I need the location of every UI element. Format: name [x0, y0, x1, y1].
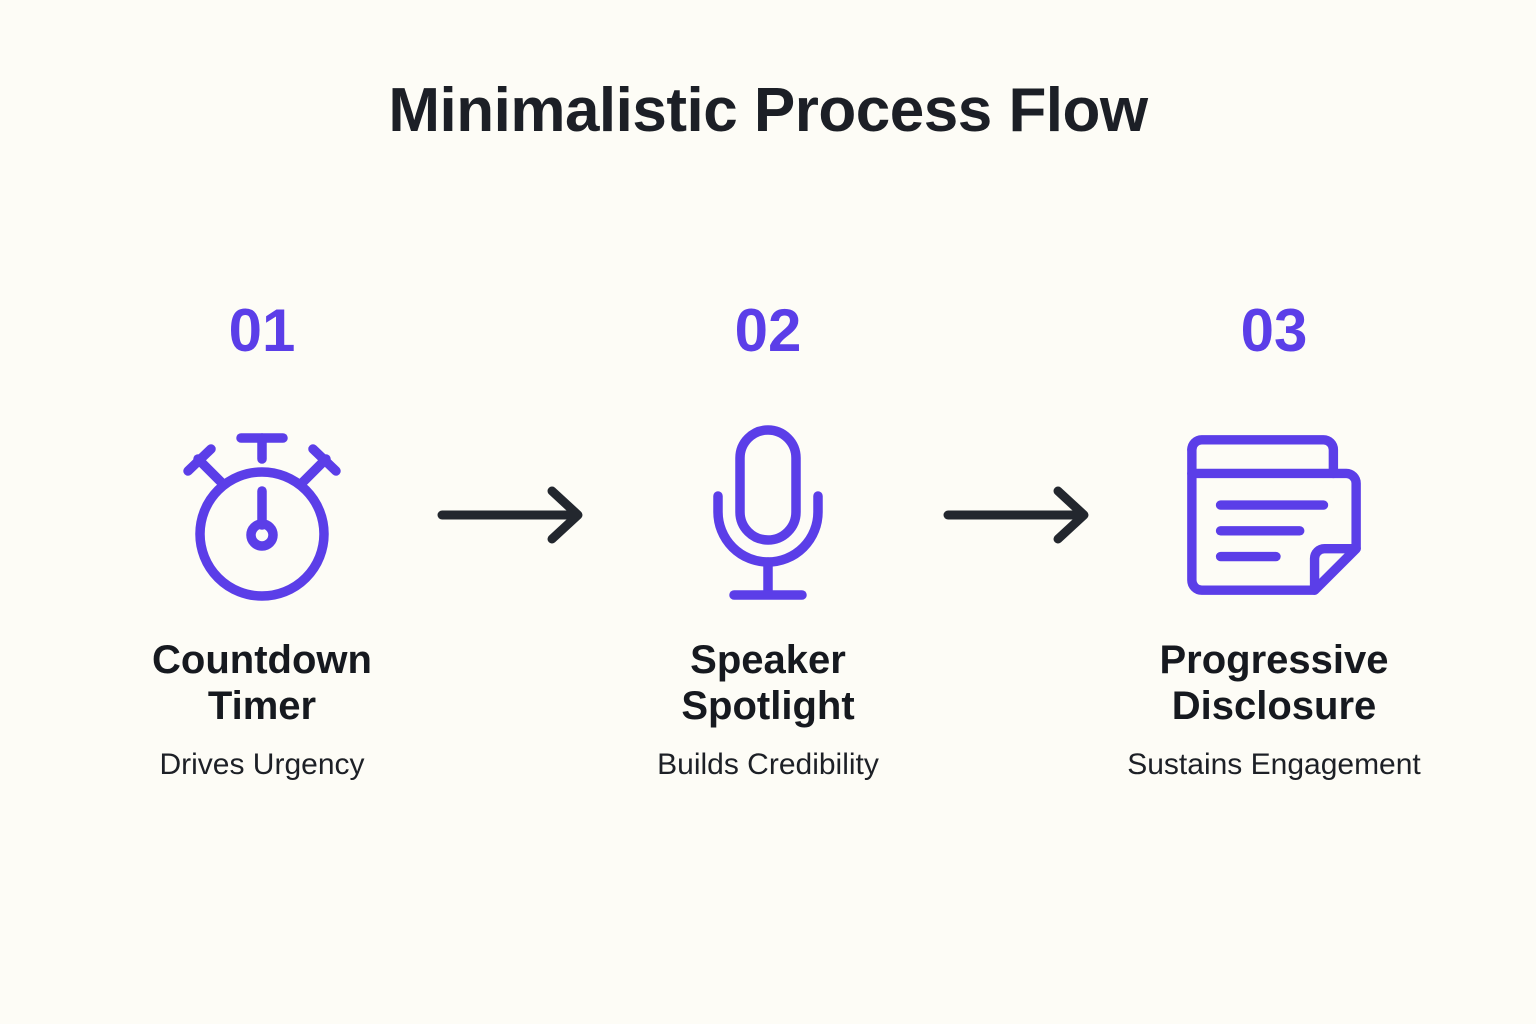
stopwatch-icon: [167, 420, 357, 610]
step-number-3: 03: [1240, 297, 1308, 364]
arrow-right-icon: [933, 420, 1109, 610]
process-step-2: 02 Speaker Spotlight Builds Credibility: [603, 300, 933, 783]
step-caption-1: Drives Urgency: [159, 748, 365, 782]
step-title-1: Countdown Timer: [152, 638, 372, 728]
step-number-2: 02: [734, 297, 802, 364]
layered-documents-icon: [1179, 420, 1369, 610]
process-flow-row: 01: [0, 300, 1536, 783]
step-number-1: 01: [228, 297, 296, 364]
page-title: Minimalistic Process Flow: [388, 76, 1148, 145]
arrow-right-icon: [427, 420, 603, 610]
page-title-wrap: Minimalistic Process Flow: [0, 78, 1536, 143]
microphone-icon: [673, 420, 863, 610]
step-caption-3: Sustains Engagement: [1127, 748, 1421, 782]
step-title-3: Progressive Disclosure: [1159, 638, 1389, 728]
process-step-1: 01: [97, 300, 427, 783]
step-title-2: Speaker Spotlight: [681, 638, 855, 728]
process-step-3: 03 Progressive Disclosure Sustain: [1109, 300, 1439, 783]
step-caption-2: Builds Credibility: [657, 748, 879, 782]
